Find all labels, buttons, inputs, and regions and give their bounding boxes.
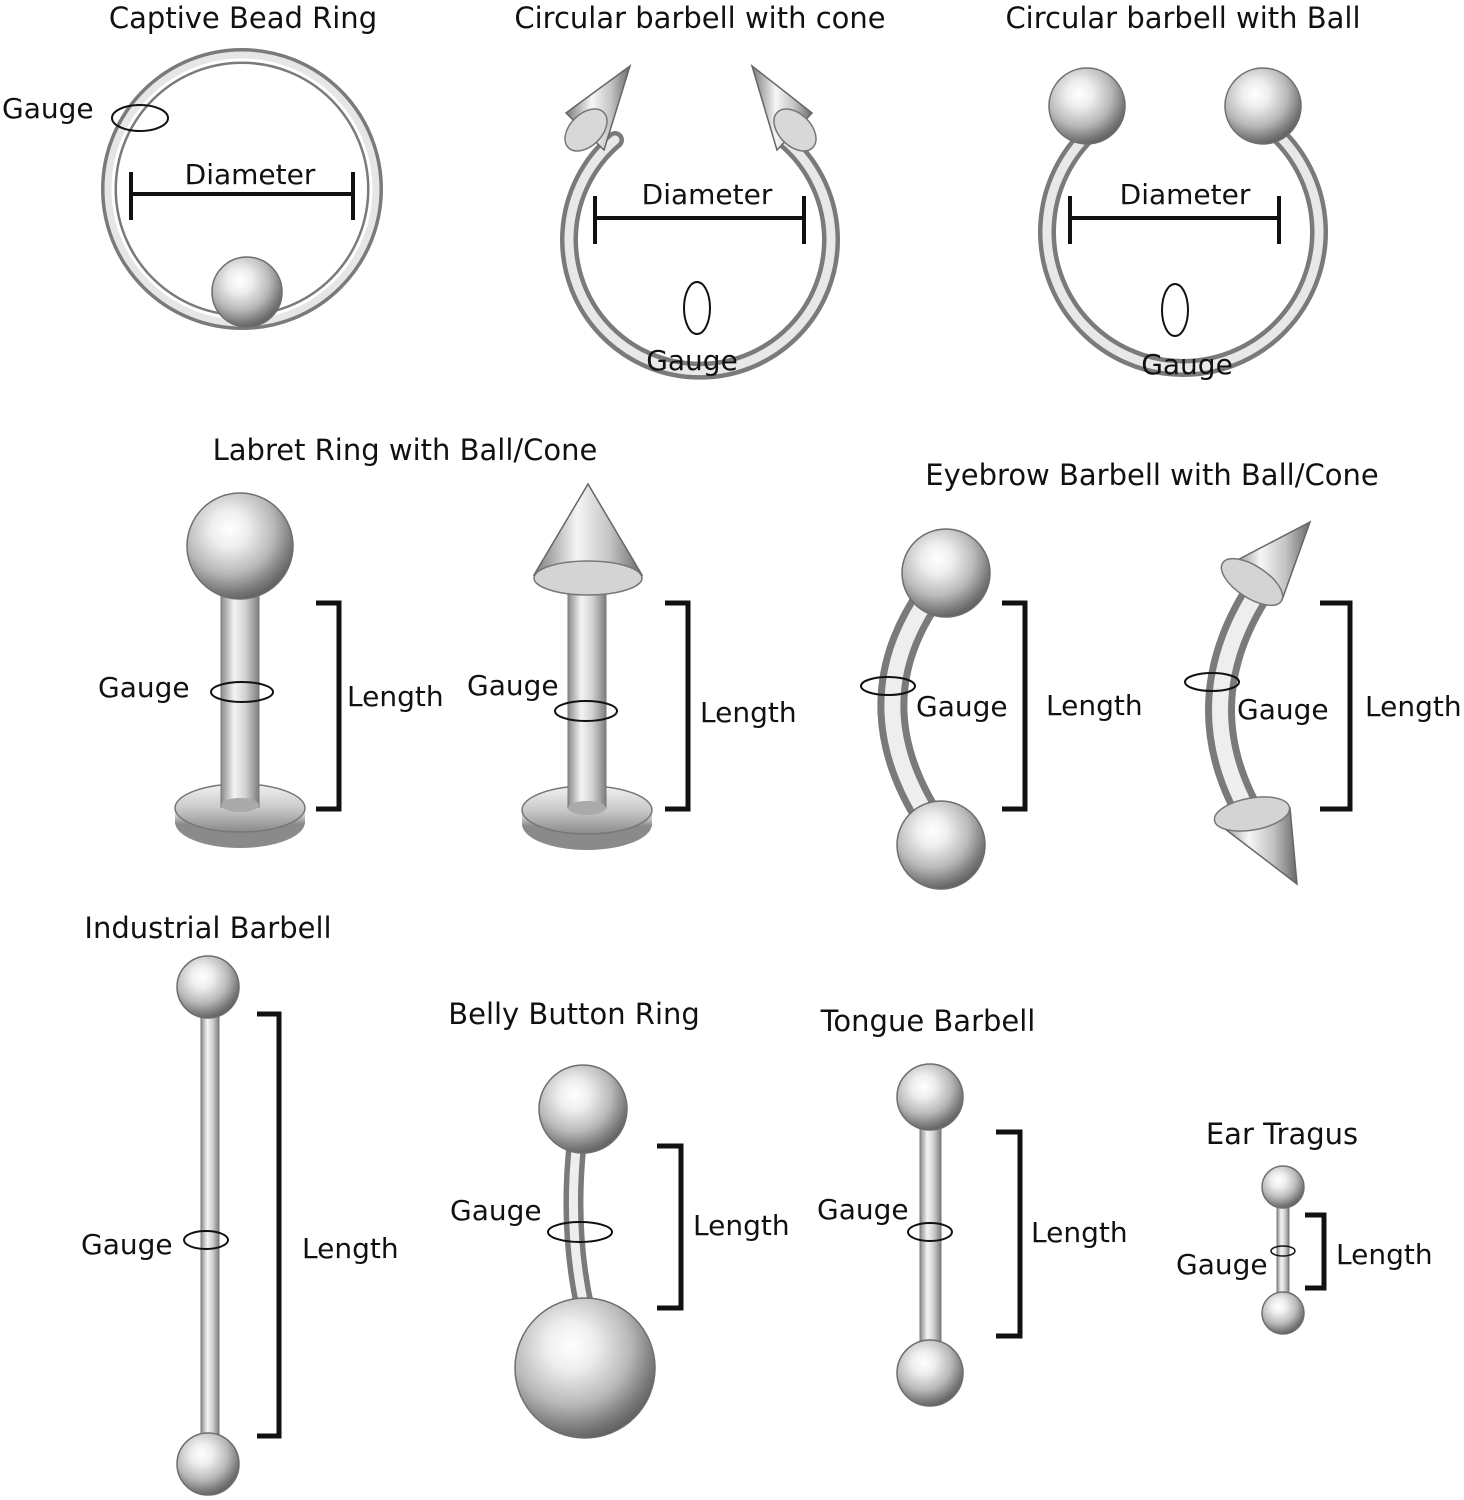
belly-button-ring: Belly Button Ring Gauge Length [448, 997, 790, 1439]
eyebrow-cone-gauge-label: Gauge [1237, 693, 1329, 726]
tragus-shape [1261, 1165, 1305, 1335]
circular-cone-gauge-label: Gauge [646, 344, 738, 377]
captive-bead-ring-title: Captive Bead Ring [109, 1, 377, 35]
tongue-gauge-label: Gauge [817, 1193, 909, 1226]
circular-ball-diameter-label: Diameter [1120, 178, 1251, 211]
eyebrow-cone-shape [1205, 520, 1312, 886]
captive-ring-shape [101, 48, 383, 330]
diameter-measure-line [593, 196, 806, 244]
diameter-measure-line [129, 172, 355, 220]
labret-ball-length-label: Length [347, 680, 444, 713]
horseshoe-shape [560, 63, 840, 380]
ball-end-icon [1048, 67, 1126, 145]
labret-ring: Labret Ring with Ball/Cone Gauge Length … [98, 433, 797, 850]
cone-icon [532, 482, 644, 596]
labret-ball-shape [174, 492, 306, 848]
circular-cone-title: Circular barbell with cone [514, 1, 885, 35]
industrial-shape [176, 955, 240, 1496]
ball-end-icon [1261, 1165, 1305, 1209]
gauge-indicator [547, 1221, 613, 1243]
gauge-indicator [210, 681, 274, 703]
cone-icon [1220, 520, 1312, 607]
horseshoe-shape [1038, 67, 1328, 377]
captive-ring-gauge-label: Gauge [2, 92, 94, 125]
tongue-shape [896, 1063, 964, 1407]
circular-ball-gauge-label: Gauge [1141, 348, 1233, 381]
ball-end-icon [901, 528, 991, 618]
belly-gauge-label: Gauge [450, 1194, 542, 1227]
circular-barbell-cone: Circular barbell with cone Diameter Gaug… [514, 1, 886, 380]
belly-shape [514, 1064, 656, 1439]
gauge-indicator [907, 1222, 953, 1242]
ball-end-icon [1261, 1291, 1305, 1335]
eyebrow-ball-shape [877, 528, 991, 890]
length-bracket [665, 600, 691, 812]
ball-end-icon [186, 492, 294, 600]
cone-icon [750, 63, 817, 152]
industrial-title: Industrial Barbell [84, 911, 331, 945]
ball-end-icon [896, 1339, 964, 1407]
eyebrow-ball-length-label: Length [1046, 689, 1143, 722]
tragus-gauge-label: Gauge [1176, 1248, 1268, 1281]
gauge-indicator [860, 676, 916, 696]
tongue-barbell: Tongue Barbell Gauge Length [817, 1004, 1128, 1407]
labret-cone-gauge-label: Gauge [467, 669, 559, 702]
ball-end-icon [514, 1297, 656, 1439]
belly-length-label: Length [693, 1209, 790, 1242]
captive-ring-diameter-label: Diameter [185, 158, 316, 191]
belly-title: Belly Button Ring [448, 997, 700, 1031]
ball-end-icon [896, 1063, 964, 1131]
ear-tragus: Ear Tragus Gauge Length [1176, 1117, 1433, 1335]
industrial-gauge-label: Gauge [81, 1228, 173, 1261]
tongue-length-label: Length [1031, 1216, 1128, 1249]
cone-icon [1213, 796, 1298, 886]
ball-end-icon [896, 800, 986, 890]
labret-cone-length-label: Length [700, 696, 797, 729]
circular-barbell-ball: Circular barbell with Ball Diameter Gaug… [1005, 1, 1360, 381]
eyebrow-barbell: Eyebrow Barbell with Ball/Cone Gauge Len… [860, 458, 1462, 890]
gauge-indicator [1161, 283, 1189, 337]
tragus-length-label: Length [1336, 1238, 1433, 1271]
length-bracket [1002, 600, 1028, 812]
ball-end-icon [176, 955, 240, 1019]
gauge-indicator [1270, 1245, 1296, 1257]
labret-ball-gauge-label: Gauge [98, 671, 190, 704]
ball-end-icon [1224, 67, 1302, 145]
labret-title: Labret Ring with Ball/Cone [213, 433, 598, 467]
circular-cone-diameter-label: Diameter [642, 178, 773, 211]
captive-bead-ring: Captive Bead Ring Diameter Gauge [2, 1, 383, 330]
gauge-indicator [183, 1230, 229, 1250]
gauge-indicator [683, 281, 711, 335]
labret-cone-shape [521, 482, 653, 850]
industrial-barbell: Industrial Barbell Gauge Length [81, 911, 399, 1496]
eyebrow-cone-length-label: Length [1365, 690, 1462, 723]
gauge-indicator [1184, 672, 1240, 692]
circular-ball-title: Circular barbell with Ball [1005, 1, 1360, 35]
cone-icon [564, 64, 632, 152]
tragus-title: Ear Tragus [1206, 1117, 1358, 1151]
eyebrow-ball-gauge-label: Gauge [916, 690, 1008, 723]
ball-end-icon [176, 1432, 240, 1496]
tongue-title: Tongue Barbell [820, 1004, 1036, 1038]
gauge-indicator [111, 104, 169, 132]
ball-end-icon [538, 1064, 628, 1154]
eyebrow-title: Eyebrow Barbell with Ball/Cone [925, 458, 1378, 492]
length-bracket [1305, 1212, 1327, 1291]
length-bracket [257, 1011, 282, 1439]
length-bracket [996, 1129, 1023, 1339]
diameter-measure-line [1068, 196, 1281, 244]
length-bracket [657, 1143, 684, 1311]
gauge-indicator [554, 700, 618, 722]
industrial-length-label: Length [302, 1232, 399, 1265]
length-bracket [1320, 600, 1353, 812]
length-bracket [316, 600, 342, 812]
